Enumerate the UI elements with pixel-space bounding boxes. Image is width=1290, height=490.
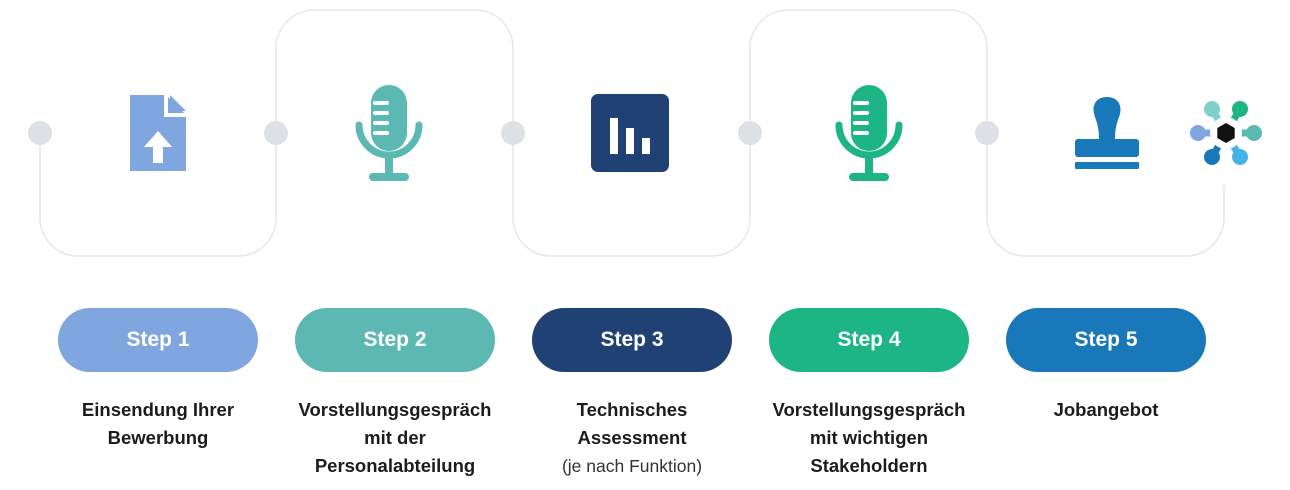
step-4-caption: Vorstellungsgespräch mit wichtigen Stake… bbox=[749, 396, 989, 480]
step-connector-dot bbox=[975, 121, 999, 145]
caption-line: Stakeholdern bbox=[810, 455, 928, 476]
caption-line: mit der bbox=[364, 427, 426, 448]
step-2-badge: Step 2 bbox=[295, 308, 495, 372]
step-3-caption: Technisches Assessment (je nach Funktion… bbox=[512, 396, 752, 480]
bar-chart-icon bbox=[591, 94, 669, 172]
caption-line: Vorstellungsgespräch bbox=[772, 399, 966, 420]
hexagon-network-logo bbox=[1190, 101, 1262, 165]
step-connector-dot bbox=[264, 121, 288, 145]
stamp-icon bbox=[1075, 97, 1139, 169]
caption-line: Personalabteilung bbox=[314, 455, 476, 476]
step-4-badge: Step 4 bbox=[769, 308, 969, 372]
caption-line: Jobangebot bbox=[1053, 399, 1159, 420]
caption-line: Bewerbung bbox=[107, 427, 209, 448]
caption-line: Technisches bbox=[576, 399, 688, 420]
step-3-badge: Step 3 bbox=[532, 308, 732, 372]
file-upload-icon bbox=[130, 95, 186, 171]
caption-line: Einsendung Ihrer bbox=[81, 399, 235, 420]
caption-line: Assessment bbox=[577, 427, 687, 448]
microphone-icon bbox=[835, 85, 903, 181]
step-1-badge: Step 1 bbox=[58, 308, 258, 372]
caption-line: mit wichtigen bbox=[809, 427, 929, 448]
step-connector-dot bbox=[28, 121, 52, 145]
step-2-caption: Vorstellungsgespräch mit der Personalabt… bbox=[275, 396, 515, 480]
caption-line: Vorstellungsgespräch bbox=[298, 399, 492, 420]
caption-note: (je nach Funktion) bbox=[561, 456, 703, 476]
step-5-caption: Jobangebot bbox=[986, 396, 1226, 424]
step-1-caption: Einsendung Ihrer Bewerbung bbox=[38, 396, 278, 452]
step-5-badge: Step 5 bbox=[1006, 308, 1206, 372]
step-connector-dot bbox=[501, 121, 525, 145]
step-connector-dot bbox=[738, 121, 762, 145]
microphone-icon bbox=[355, 85, 423, 181]
